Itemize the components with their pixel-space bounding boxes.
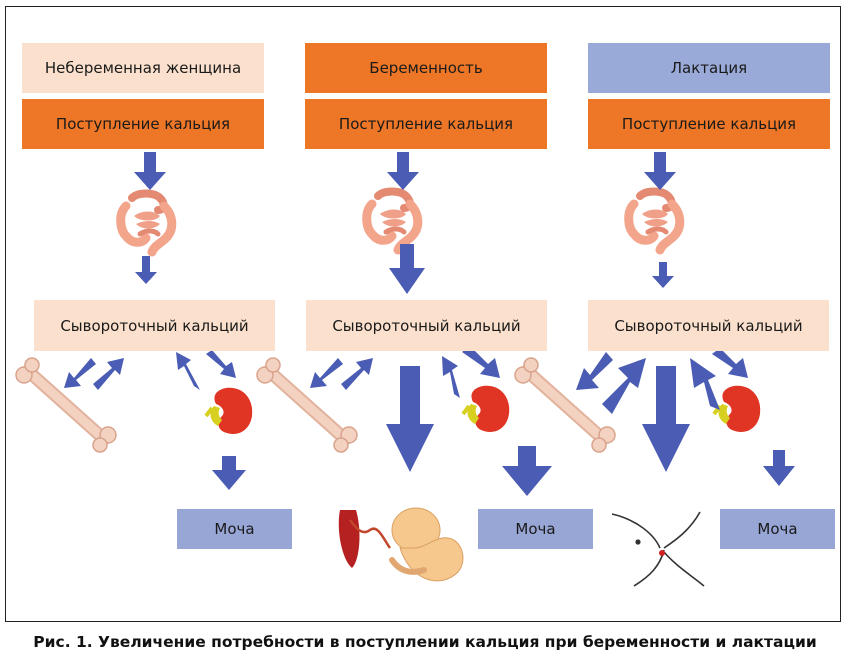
arrow: [93, 358, 124, 390]
arrow: [763, 450, 795, 486]
arrows: [64, 152, 795, 496]
kidney-icon: [712, 383, 763, 435]
arrow: [712, 348, 748, 378]
arrow: [176, 352, 200, 390]
arrow: [644, 152, 676, 190]
calcium-intake-box: Поступление кальция: [22, 99, 264, 149]
serum-calcium-box: Сывороточный кальций: [34, 300, 275, 351]
arrow: [341, 358, 373, 390]
arrow: [387, 152, 419, 190]
arrow: [642, 366, 690, 472]
urine-box: Моча: [478, 509, 593, 549]
arrow: [652, 262, 674, 288]
arrow: [206, 350, 236, 378]
intestine-icon: [367, 192, 418, 251]
header-nonpregnant: Небеременная женщина: [22, 43, 264, 93]
header-pregnancy: Беременность: [305, 43, 547, 93]
intestine-icon: [629, 192, 680, 251]
bone-icon: [16, 358, 116, 452]
calcium-intake-box: Поступление кальция: [588, 99, 830, 149]
intestine-icon: [121, 194, 172, 253]
diagram-artwork: [0, 152, 795, 587]
kidney-icon: [204, 385, 255, 437]
serum-calcium-box: Сывороточный кальций: [306, 300, 547, 351]
urine-box: Моча: [720, 509, 835, 549]
arrow: [462, 346, 500, 378]
bone-icon: [257, 358, 357, 452]
header-lactation: Лактация: [588, 43, 830, 93]
fetus-icon: [338, 507, 464, 582]
breastfeeding-icon: [611, 511, 705, 587]
arrow: [64, 358, 96, 388]
serum-calcium-box: Сывороточный кальций: [588, 300, 829, 351]
arrow: [389, 244, 425, 294]
arrow: [134, 152, 166, 190]
arrow: [212, 456, 246, 490]
arrow: [310, 358, 343, 388]
arrow: [386, 366, 434, 472]
arrow: [135, 256, 157, 284]
figure-caption: Рис. 1. Увеличение потребности в поступл…: [33, 633, 817, 651]
calcium-intake-box: Поступление кальция: [305, 99, 547, 149]
arrow: [442, 356, 460, 398]
kidney-icon: [461, 383, 512, 435]
urine-box: Моча: [177, 509, 292, 549]
arrow: [576, 352, 613, 390]
arrow: [690, 358, 720, 410]
arrow: [502, 446, 552, 496]
arrow: [602, 358, 646, 414]
